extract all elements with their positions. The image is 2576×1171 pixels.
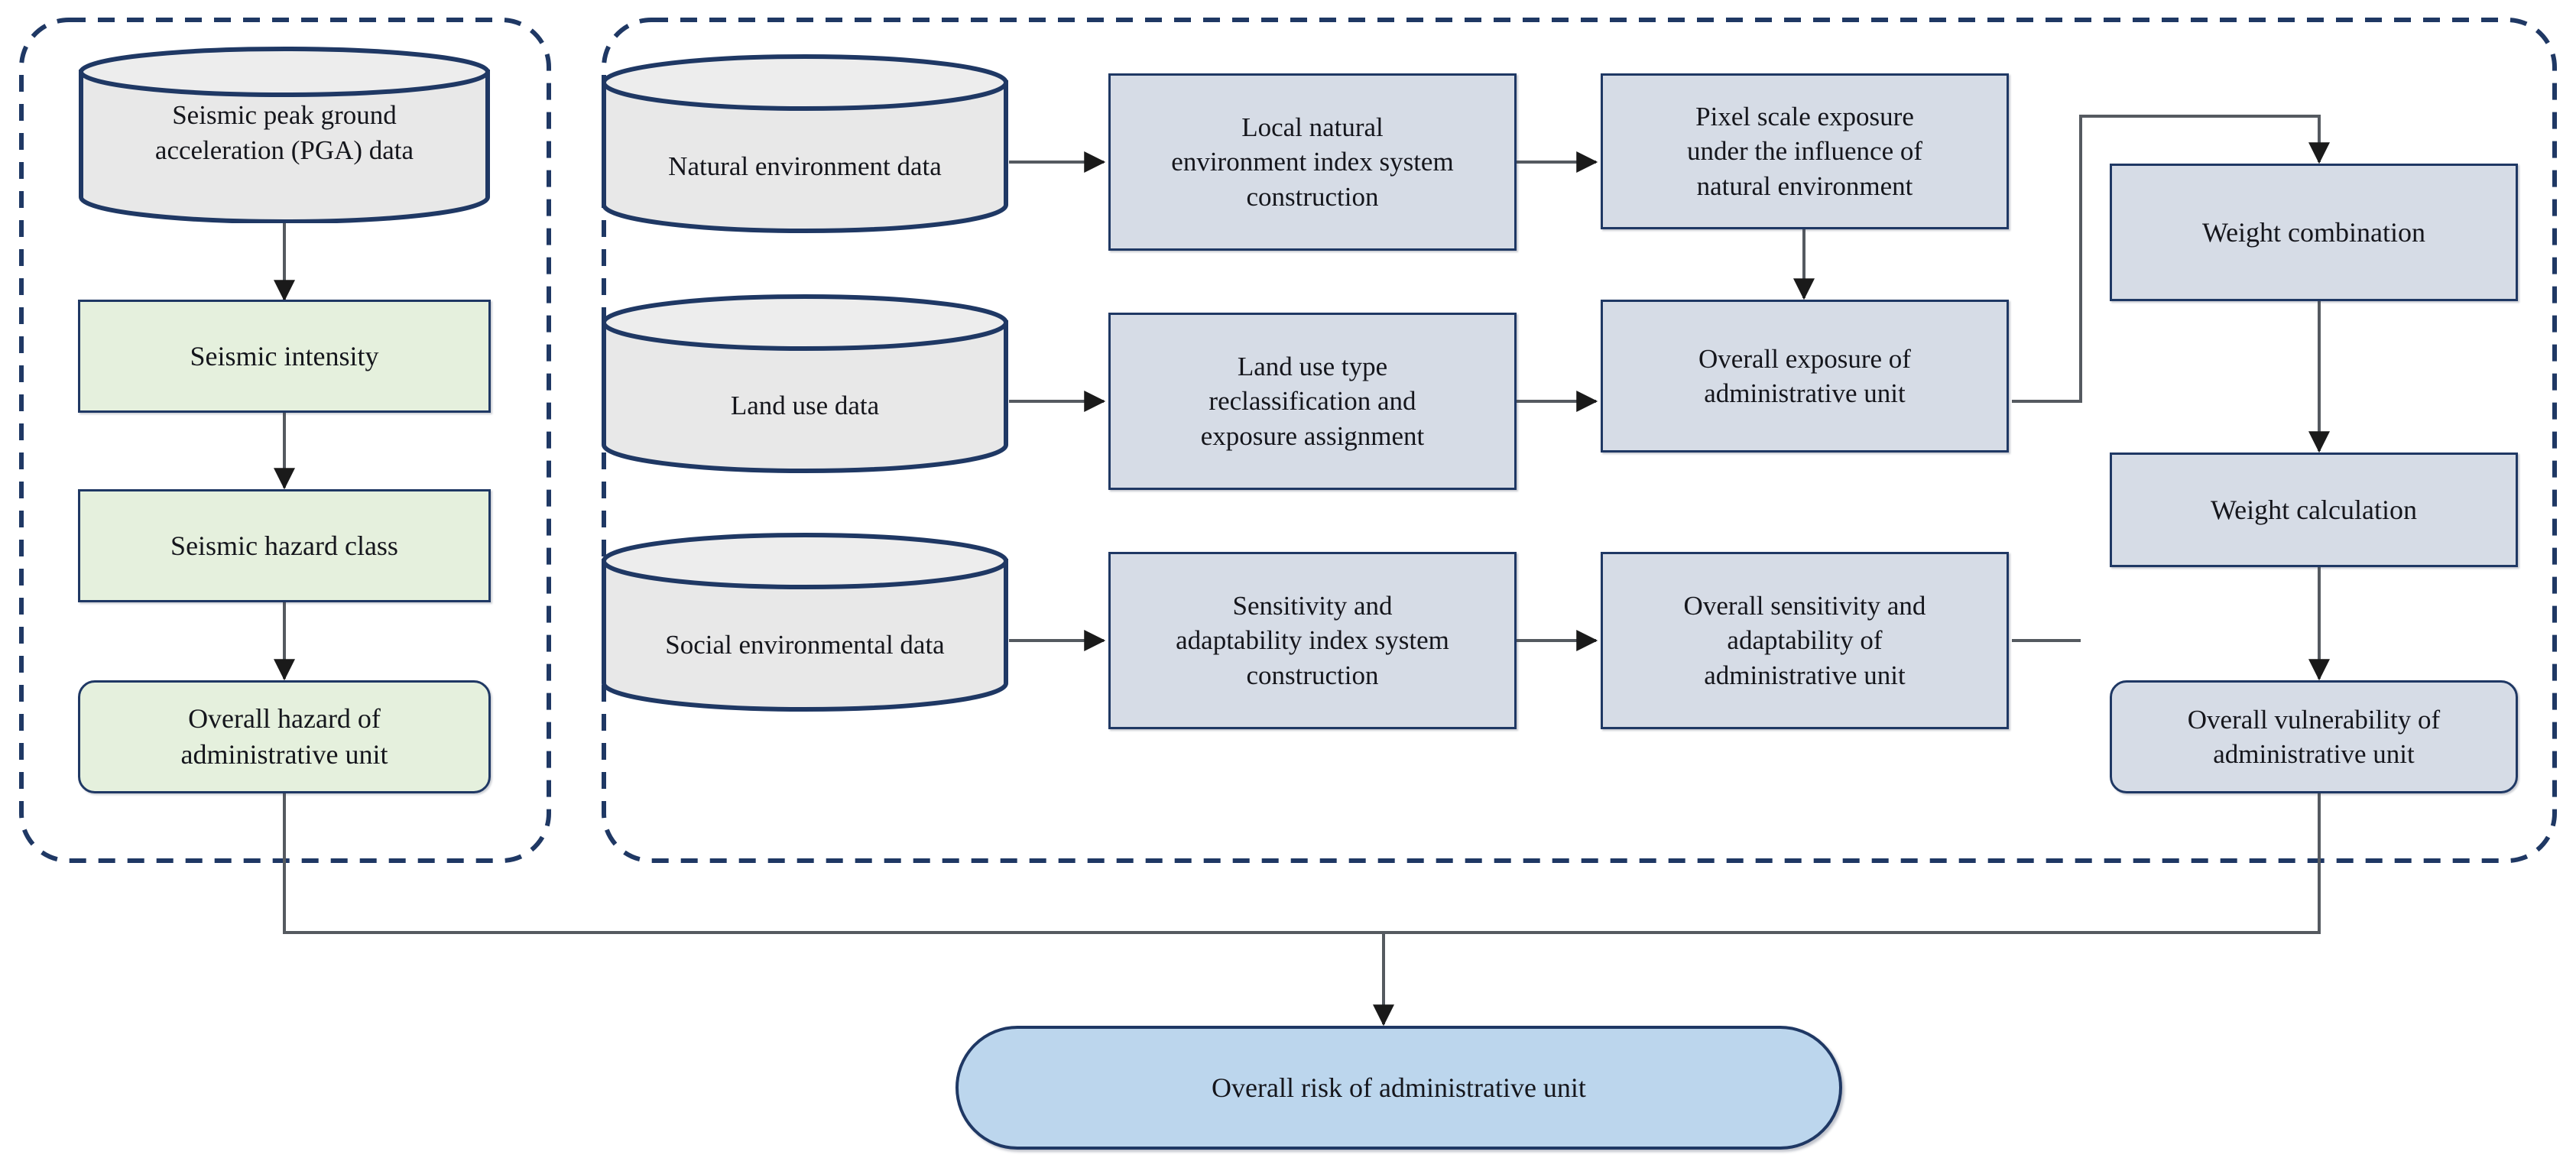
- node-seismic-hazard-class[interactable]: Seismic hazard class: [78, 489, 491, 602]
- edge-overallexposure-to-weightcombination: [2012, 115, 2330, 403]
- node-overall-risk[interactable]: Overall risk of administrative unit: [955, 1026, 1842, 1150]
- node-weight-calculation-label: Weight calculation: [2211, 494, 2417, 525]
- node-seismic-intensity[interactable]: Seismic intensity: [78, 300, 491, 413]
- datastore-land-use-data: [601, 292, 1009, 475]
- node-overall-risk-label: Overall risk of administrative unit: [1212, 1072, 1586, 1103]
- datastore-natural-environment-data: [601, 52, 1009, 235]
- datastore-pga-data: [78, 46, 491, 223]
- node-seismic-intensity-label: Seismic intensity: [190, 340, 379, 371]
- node-weight-calculation[interactable]: Weight calculation: [2110, 453, 2518, 567]
- datastore-social-environmental-data: [601, 530, 1009, 714]
- edge-overallvulnerability-to-overallrisk: [1384, 793, 2321, 934]
- vulnerability-assessment-group-border: [602, 18, 2557, 863]
- datastore-natural-environment-data-label: Natural environment data: [668, 151, 942, 181]
- datastore-social-environmental-data-label: Social environmental data: [665, 630, 945, 660]
- edge-overallhazard-to-overallrisk: [283, 793, 1384, 934]
- node-weight-combination[interactable]: Weight combination: [2110, 164, 2518, 301]
- node-weight-combination-label: Weight combination: [2201, 216, 2426, 248]
- node-seismic-hazard-class-label: Seismic hazard class: [170, 530, 398, 561]
- datastore-land-use-data-label: Land use data: [730, 391, 880, 420]
